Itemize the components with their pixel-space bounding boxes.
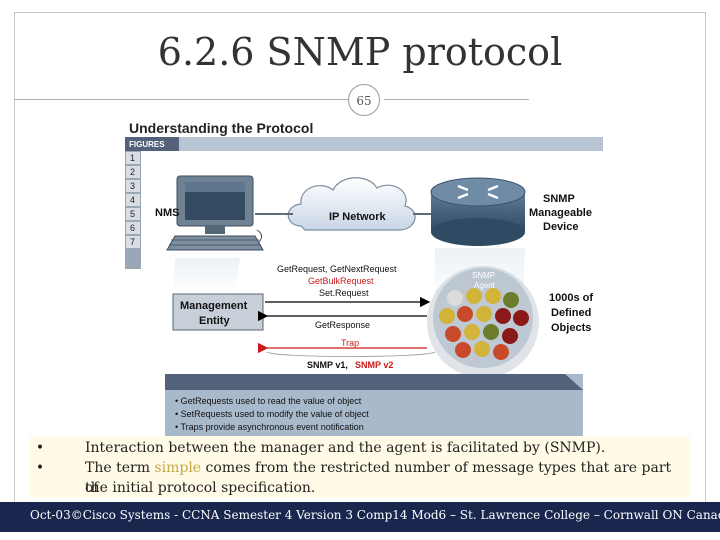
highlighted-term: simple [154, 460, 202, 476]
note-line: • SetRequests used to modify the value o… [175, 409, 369, 419]
figure-item[interactable]: 5 [130, 209, 135, 219]
heading-bar [125, 137, 603, 151]
bullet-list: • Interaction between the manager and th… [30, 436, 690, 498]
figures-tab[interactable] [125, 137, 179, 151]
figure-item[interactable]: 3 [130, 181, 135, 191]
snmp-device-router-icon [430, 177, 526, 246]
device-label: Manageable [529, 207, 592, 219]
device-label: Device [543, 221, 578, 233]
agent-label: SNMP [472, 271, 495, 280]
msg-get-response: GetResponse [315, 320, 370, 330]
object-dot [445, 326, 461, 342]
footer-text: Oct-03©Cisco Systems - CCNA Semester 4 V… [30, 508, 720, 522]
snmp-version-v2: SNMP v2 [355, 360, 393, 370]
msg-get-request: GetRequest, GetNextRequest [277, 264, 397, 274]
figure-item[interactable]: 6 [130, 223, 135, 233]
objects-label: Objects [551, 322, 591, 334]
objects-label: Defined [551, 307, 591, 319]
bullet-marker: • [35, 460, 45, 476]
object-dot [483, 324, 499, 340]
bullet-text: The term simple comes from the restricte… [85, 458, 685, 498]
notes-panel-header [165, 374, 583, 390]
object-dot [466, 288, 482, 304]
diagram-canvas: Understanding the Protocol FIGURES 1 2 3… [125, 120, 603, 446]
page-number: 65 [348, 84, 380, 116]
object-dot [447, 290, 463, 306]
note-line: • Traps provide asynchronous event notif… [175, 422, 364, 432]
figure-list: 1 2 3 4 5 6 7 [125, 151, 141, 269]
object-dot [513, 310, 529, 326]
bullet-text-part: comes from the restricted number of mess… [85, 460, 672, 496]
objects-label: 1000s of [549, 292, 593, 304]
figure-item[interactable]: 2 [130, 167, 135, 177]
bullet-text: the initial protocol specification. [85, 480, 316, 496]
defined-objects [439, 288, 529, 360]
object-dot [464, 324, 480, 340]
notes-panel-corner [565, 374, 583, 390]
snmp-version-v1: SNMP v1, [307, 360, 348, 370]
object-dot [457, 306, 473, 322]
footer-bar: Oct-03©Cisco Systems - CCNA Semester 4 V… [0, 502, 720, 532]
diagram-heading: Understanding the Protocol [129, 120, 313, 136]
msg-trap: Trap [341, 338, 359, 348]
snmp-diagram: Understanding the Protocol FIGURES 1 2 3… [125, 118, 605, 446]
device-label: SNMP [543, 193, 575, 205]
version-bracket [266, 351, 436, 357]
object-dot [439, 308, 455, 324]
object-dot [495, 308, 511, 324]
object-dot [476, 306, 492, 322]
bullet-text-part: The term [85, 460, 155, 476]
msg-set-request: Set.Request [319, 288, 369, 298]
object-dot [455, 342, 471, 358]
figure-item[interactable]: 7 [130, 237, 135, 247]
object-dot [485, 288, 501, 304]
object-dot [474, 341, 490, 357]
object-dot [503, 292, 519, 308]
figure-item[interactable]: 4 [130, 195, 135, 205]
agent-label: Agent [474, 281, 496, 290]
object-dot [493, 344, 509, 360]
title-divider-right [384, 99, 529, 100]
figure-item[interactable]: 1 [130, 153, 135, 163]
slide-title: 6.2.6 SNMP protocol [157, 30, 563, 74]
nms-label: NMS [155, 207, 179, 219]
nms-beam [173, 258, 240, 296]
bullet-text: Interaction between the manager and the … [85, 440, 606, 456]
management-label: Entity [199, 315, 230, 327]
title-divider-left [14, 99, 352, 100]
msg-get-bulk: GetBulkRequest [308, 276, 374, 286]
cloud-label: IP Network [329, 211, 387, 223]
ip-network-cloud [287, 177, 416, 231]
object-dot [502, 328, 518, 344]
bullet-marker: • [35, 440, 45, 456]
management-entity-box [172, 293, 264, 331]
figures-label: FIGURES [129, 140, 165, 149]
management-label: Management [180, 300, 248, 312]
nms-computer-icon [166, 175, 264, 251]
note-line: • GetRequests used to read the value of … [175, 396, 362, 406]
